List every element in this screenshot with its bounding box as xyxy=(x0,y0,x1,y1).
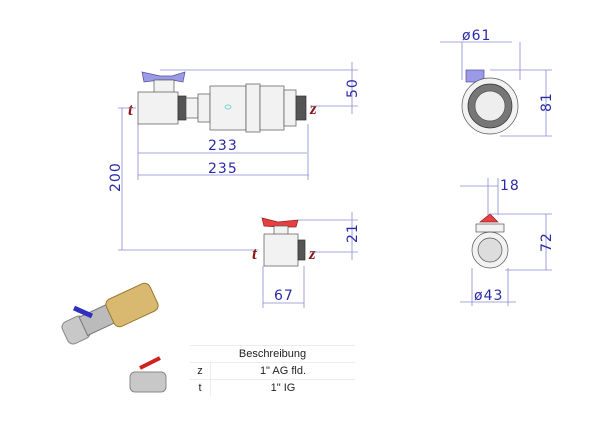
dim-bottom-view-height: 72 xyxy=(539,232,555,252)
dim-length-inner: 233 xyxy=(208,138,238,154)
dim-valve-height: 21 xyxy=(345,223,361,243)
dim-valve-length: 67 xyxy=(274,288,294,304)
assembly-product-image xyxy=(61,282,159,345)
ball-valve-with-filter-assembly xyxy=(137,71,307,133)
bottom-end-view xyxy=(471,213,509,269)
dim-vertical-offset: 200 xyxy=(108,162,124,192)
dim-top-view-diameter: ø61 xyxy=(462,28,491,44)
table-header: Beschreibung xyxy=(190,345,355,363)
dim-top-view-height: 81 xyxy=(539,92,555,112)
dim-top-height: 50 xyxy=(345,78,361,98)
valve-product-image xyxy=(129,356,167,393)
ball-valve xyxy=(261,217,306,267)
butterfly-handle-icon xyxy=(141,71,186,83)
connection-z-label: z xyxy=(309,99,317,118)
connection-t-label: t xyxy=(128,100,134,119)
valve-connection-t-label: t xyxy=(252,244,258,263)
valve-connection-z-label: z xyxy=(308,244,316,263)
top-end-view xyxy=(461,69,519,135)
dim-length-outer: 235 xyxy=(208,161,238,177)
dim-bottom-view-offset: 18 xyxy=(500,178,520,194)
dim-bottom-view-diameter: ø43 xyxy=(474,288,503,304)
lever-handle-icon xyxy=(261,217,299,228)
